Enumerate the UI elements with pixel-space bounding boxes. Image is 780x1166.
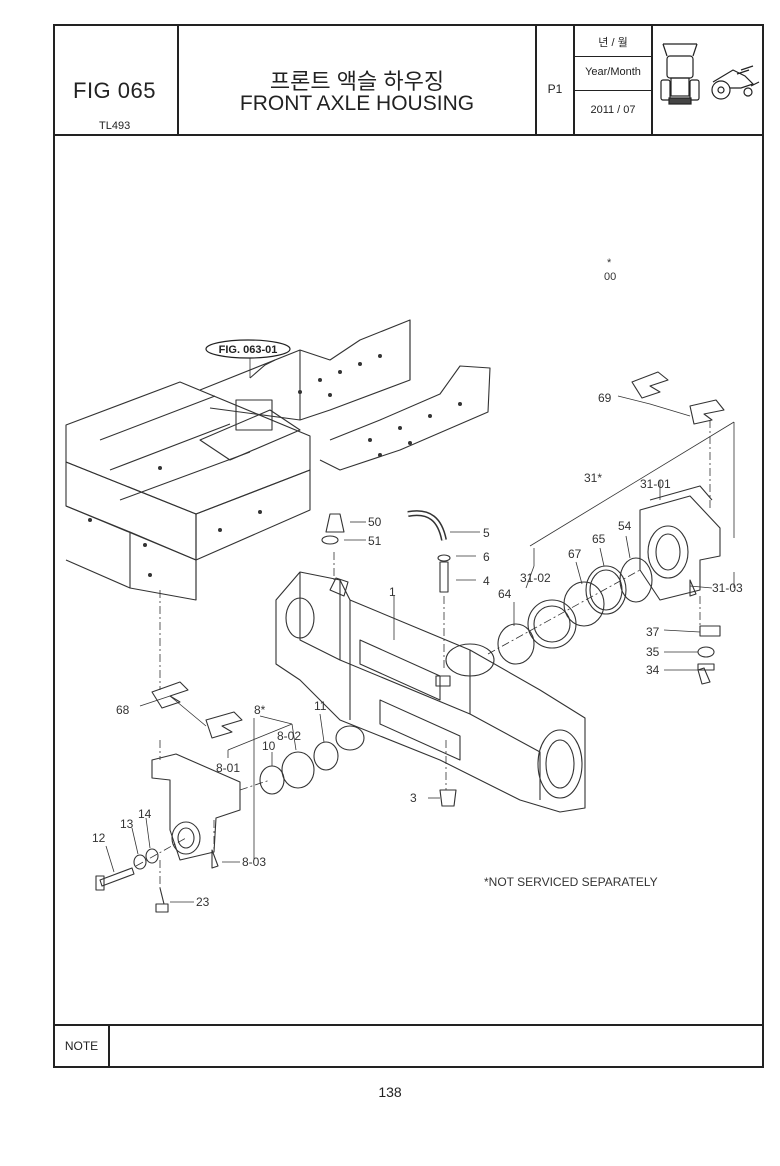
year-month-value: 2011 / 07 (590, 104, 636, 116)
parts-sheet: FIG 065 TL493 프론트 액슬 하우징 FRONT AXLE HOUS… (53, 24, 764, 1068)
callout-1: 1 (389, 585, 396, 599)
model-code: TL493 (99, 120, 131, 132)
header-block: FIG 065 TL493 프론트 액슬 하우징 FRONT AXLE HOUS… (55, 26, 762, 136)
callout-5: 5 (483, 526, 490, 540)
title-english: FRONT AXLE HOUSING (239, 92, 475, 115)
divider (575, 56, 651, 57)
callout-54: 54 (618, 519, 632, 533)
shims (151, 371, 725, 739)
fig-reference-callout: FIG. 063-01 (205, 339, 291, 359)
page-code-cell: P1 (537, 26, 575, 134)
fig-reference: FIG. 063-01 (219, 344, 278, 356)
right-support-bracket (639, 485, 721, 601)
note-row: NOTE (55, 1024, 762, 1066)
callout-6: 6 (483, 550, 490, 564)
callout-14: 14 (138, 807, 152, 821)
callout-00: 00 (604, 271, 616, 283)
callout-star: * (607, 257, 612, 269)
title-korean: 프론트 액슬 하우징 (269, 69, 445, 94)
callout-50: 50 (368, 515, 382, 529)
callout-35: 35 (646, 645, 660, 659)
year-month-korean: 년 / 월 (598, 37, 628, 49)
leader-lines (105, 356, 735, 903)
callout-67: 67 (568, 547, 582, 561)
year-month-label: Year/Month (585, 66, 641, 78)
machine-icon-cell (653, 26, 762, 134)
callout-13: 13 (120, 817, 134, 831)
right-bushing-rings (497, 557, 653, 665)
callout-10: 10 (262, 739, 276, 753)
callout-31-03: 31-03 (712, 581, 743, 595)
divider (575, 90, 651, 91)
center-lines (135, 420, 711, 888)
callout-31-01: 31-01 (640, 477, 671, 491)
callout-37: 37 (646, 625, 660, 639)
left-support-bracket (151, 753, 241, 861)
page-number: 138 (378, 1084, 402, 1100)
frame-assembly (65, 319, 491, 601)
callout-65: 65 (592, 532, 606, 546)
callout-labels: * 00 69 31* 31-01 50 51 5 6 4 31-02 67 6… (92, 257, 743, 909)
year-month-cell: 년 / 월 Year/Month 2011 / 07 (575, 26, 653, 134)
note-label: NOTE (55, 1026, 110, 1066)
callout-64: 64 (498, 587, 512, 601)
callout-12: 12 (92, 831, 106, 845)
frame-holes (88, 354, 462, 577)
callout-8: 8* (254, 703, 266, 717)
bolts (95, 510, 721, 913)
callout-51: 51 (368, 534, 382, 548)
title-cell: 프론트 액슬 하우징 FRONT AXLE HOUSING (179, 26, 537, 134)
callout-68: 68 (116, 703, 130, 717)
callout-69: 69 (598, 391, 612, 405)
callout-3: 3 (410, 791, 417, 805)
callout-31: 31* (584, 471, 602, 485)
callout-4: 4 (483, 574, 490, 588)
axle-housing (275, 571, 586, 813)
callout-8-02: 8-02 (277, 729, 301, 743)
page-code: P1 (547, 82, 563, 96)
fig-cell: FIG 065 TL493 (55, 26, 179, 134)
callout-23: 23 (196, 895, 210, 909)
callout-11: 11 (314, 699, 327, 713)
footnote: *NOT SERVICED SEPARATELY (484, 875, 658, 889)
fig-number: FIG 065 (73, 78, 156, 103)
callout-31-02: 31-02 (520, 571, 551, 585)
callout-8-03: 8-03 (242, 855, 266, 869)
callout-34: 34 (646, 663, 660, 677)
callout-8-01: 8-01 (216, 761, 240, 775)
tractor-icon (660, 43, 760, 105)
